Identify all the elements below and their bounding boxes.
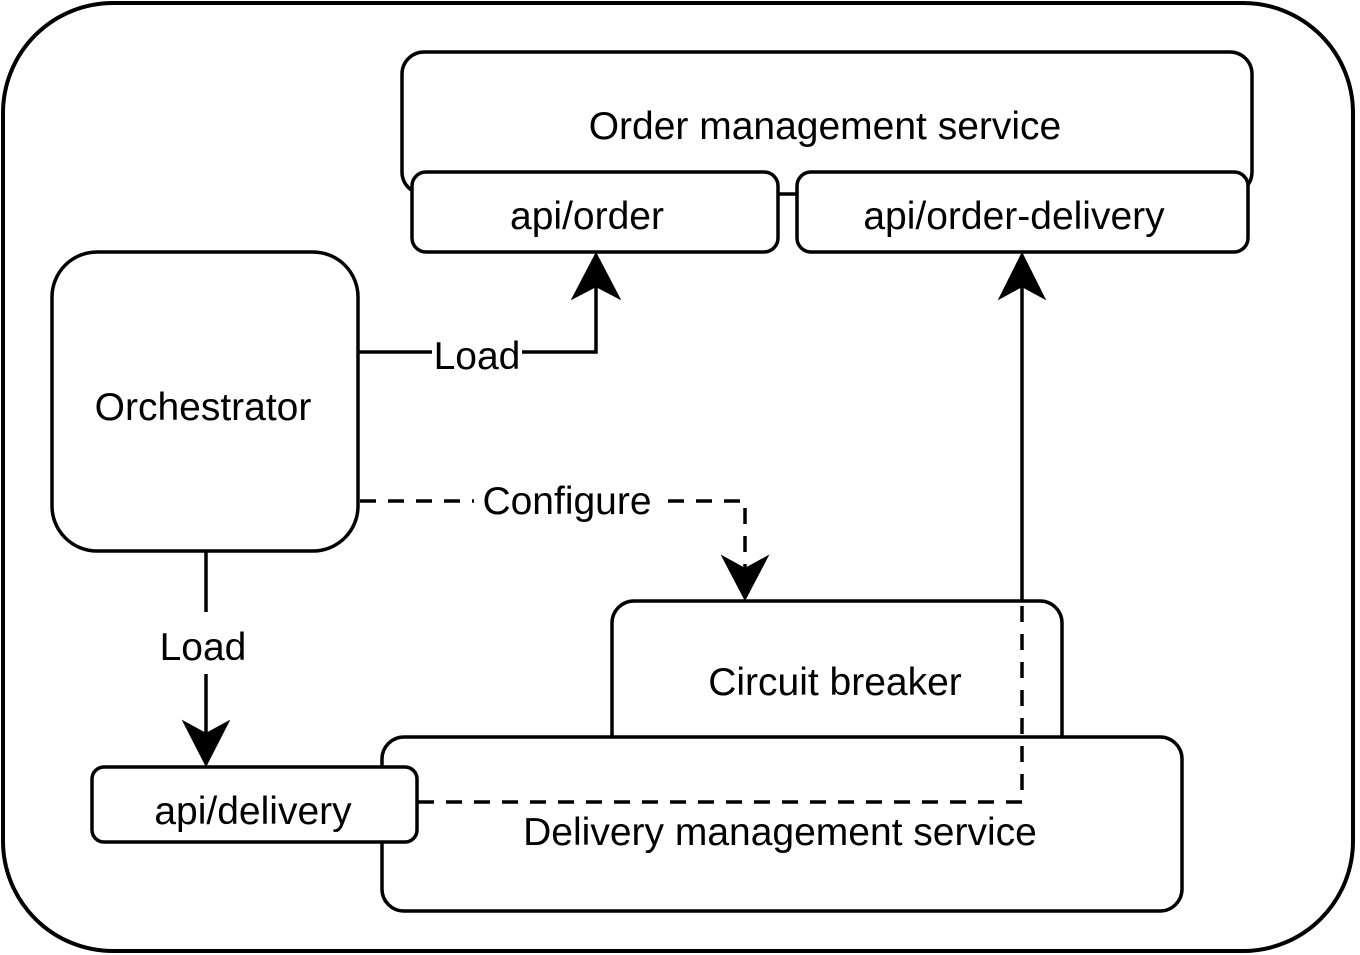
circuit-breaker-label: Circuit breaker [708, 661, 962, 704]
arrowhead [720, 554, 770, 602]
arrowhead [997, 251, 1047, 301]
edge-configure[interactable]: Configure [360, 479, 770, 602]
arrowhead [570, 251, 622, 301]
order-management-service-node[interactable]: Order management service [400, 50, 1254, 196]
delivery-management-service-label: Delivery management service [523, 811, 1037, 854]
orchestrator-node[interactable]: Orchestrator [50, 250, 360, 553]
api-delivery-label: api/delivery [154, 790, 352, 833]
edge-configure-label: Configure [482, 480, 651, 523]
api-order-delivery-node[interactable]: api/order-delivery [795, 170, 1250, 254]
api-order-label: api/order [510, 195, 664, 238]
edge-load-order-label: Load [434, 335, 521, 378]
api-order-delivery-label: api/order-delivery [863, 195, 1165, 238]
order-management-service-label: Order management service [589, 105, 1062, 148]
edge-load-order[interactable]: Load [359, 251, 622, 378]
api-order-node[interactable]: api/order [410, 170, 780, 254]
edge-cb-to-order-delivery[interactable] [997, 251, 1047, 602]
delivery-management-service-node[interactable]: Delivery management service [380, 735, 1184, 913]
edge-load-delivery[interactable]: Load [152, 552, 256, 768]
edge-load-delivery-label: Load [160, 626, 247, 669]
edge-delivery-to-cb[interactable] [418, 602, 1024, 804]
arrowhead [181, 719, 231, 768]
orchestrator-label: Orchestrator [95, 386, 312, 429]
api-delivery-node[interactable]: api/delivery [90, 765, 419, 844]
